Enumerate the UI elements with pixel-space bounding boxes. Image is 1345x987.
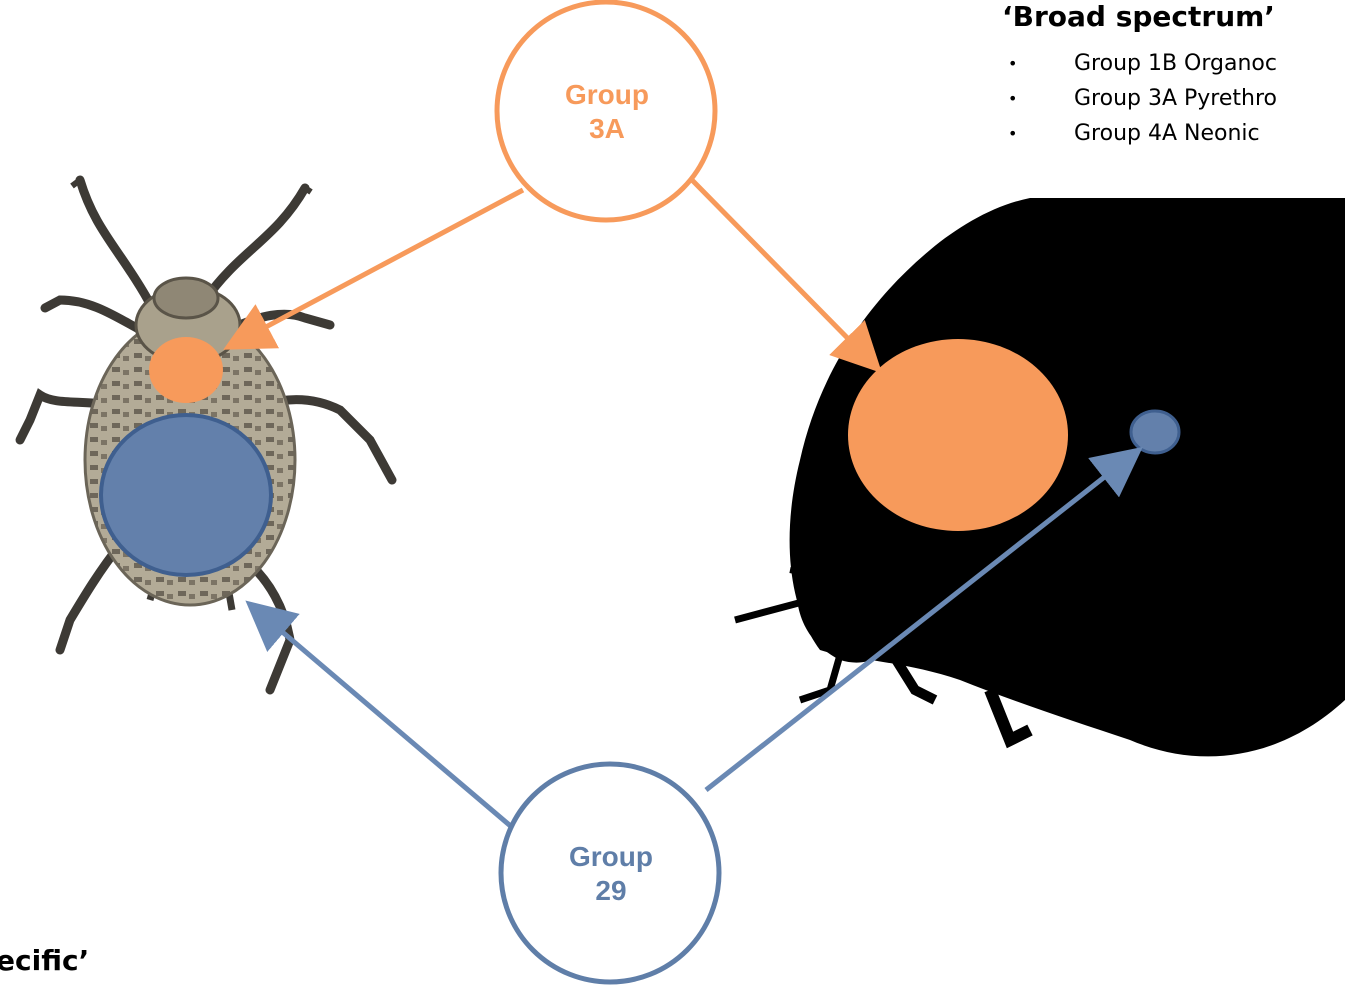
list-item-text: Group 3A Pyrethro	[1074, 86, 1277, 111]
broad-spectrum-list: • Group 1B Organoc • Group 3A Pyrethro • Gr…	[1008, 46, 1277, 151]
list-item: • Group 3A Pyrethro	[1008, 81, 1277, 116]
aphid-target-site-29	[101, 415, 271, 575]
list-item-text: Group 1B Organoc	[1074, 51, 1277, 76]
group-29-label: Group 29	[541, 840, 681, 908]
group-3a-label-line1: Group	[537, 78, 677, 112]
beetle-target-site-3a	[848, 339, 1068, 531]
bullet-icon: •	[1008, 81, 1017, 116]
bullet-icon: •	[1008, 116, 1017, 151]
list-item: • Group 1B Organoc	[1008, 46, 1277, 81]
beetle-target-site-29	[1131, 411, 1179, 453]
aphid-target-site-3a	[149, 337, 223, 403]
group-29-label-line2: 29	[541, 874, 681, 908]
bullet-icon: •	[1008, 46, 1017, 81]
arrow-29-to-aphid	[253, 607, 527, 840]
arrow-3a-to-beetle	[692, 180, 875, 366]
group-3a-label: Group 3A	[537, 78, 677, 146]
list-item: • Group 4A Neonic	[1008, 116, 1277, 151]
specific-title: pecific’	[0, 944, 89, 977]
group-29-label-line1: Group	[541, 840, 681, 874]
group-3a-label-line2: 3A	[537, 112, 677, 146]
list-item-text: Group 4A Neonic	[1074, 121, 1260, 146]
arrow-3a-to-aphid	[232, 190, 523, 345]
broad-spectrum-title: ‘Broad spectrum’	[1002, 0, 1275, 33]
